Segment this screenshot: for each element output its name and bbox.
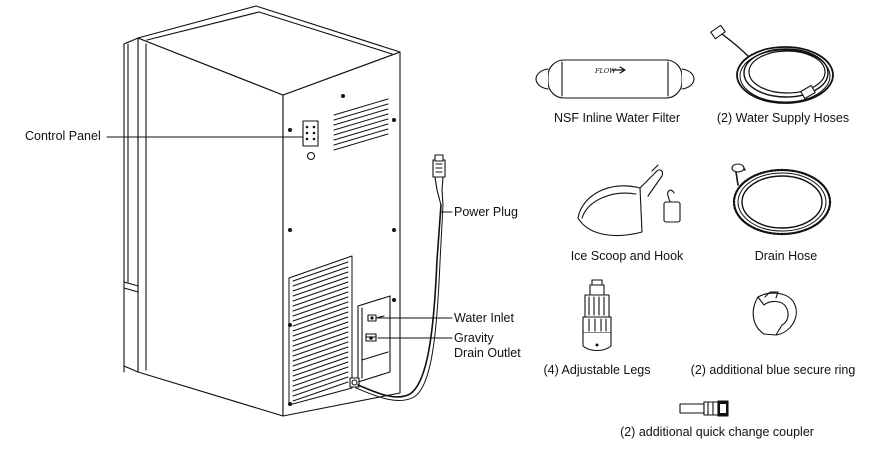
drain-hose-illustration [731,163,832,236]
caption-water-filter: NSF Inline Water Filter [554,111,680,125]
callout-control-panel: Control Panel [25,129,101,143]
ice-scoop-illustration [577,164,681,237]
secure-ring-illustration [752,291,797,336]
caption-drain-hose: Drain Hose [754,249,818,263]
callout-drain-outlet-line1: Gravity [454,331,494,345]
adjustable-leg-illustration [582,279,612,352]
caption-ice-scoop: Ice Scoop and Hook [570,249,684,263]
control-panel [302,120,319,161]
quick-change-coupler-illustration [679,400,729,417]
filter-flow-text: FLOW [594,67,617,75]
callout-power-plug: Power Plug [454,205,518,219]
connection-box [357,295,391,383]
callout-water-inlet: Water Inlet [454,311,514,325]
water-supply-hoses-illustration [710,24,834,104]
power-cord [349,154,446,401]
caption-secure-ring: (2) additional blue secure ring [690,363,856,377]
ice-maker-illustration [123,5,446,417]
lower-vent [288,255,353,406]
upper-vent [333,98,389,151]
caption-quick-change-coupler: (2) additional quick change coupler [620,425,814,439]
caption-water-supply-hoses: (2) Water Supply Hoses [716,111,850,125]
caption-adjustable-legs: (4) Adjustable Legs [543,363,651,377]
callout-drain-outlet-line2: Drain Outlet [454,346,521,360]
water-filter-illustration: FLOW [535,59,695,99]
callout-leaders [106,136,453,339]
